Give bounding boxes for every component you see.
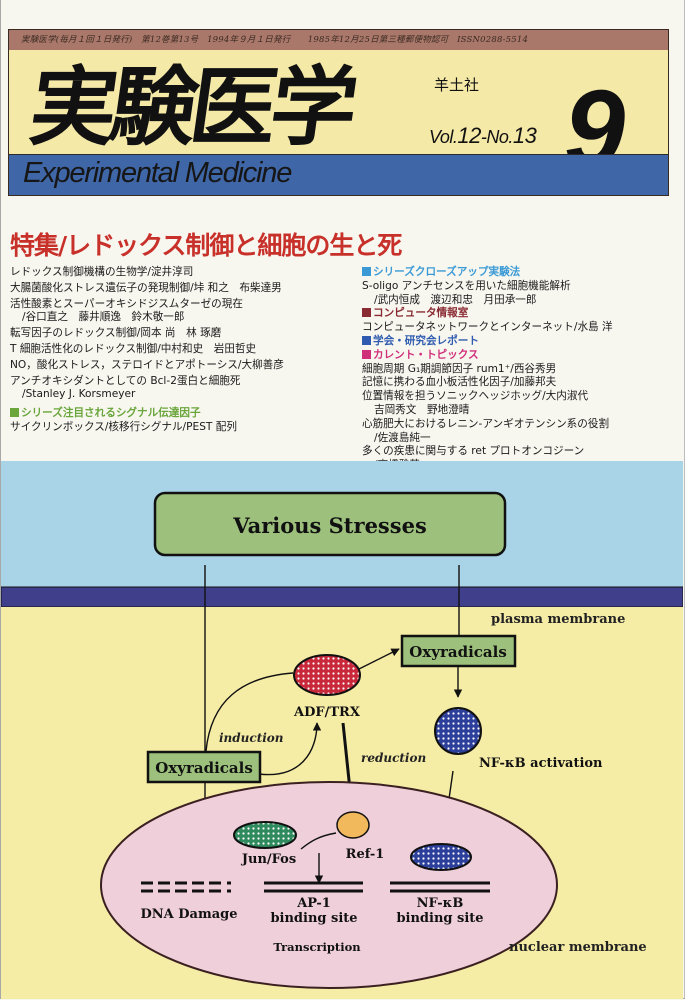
series-heading-signal: シリーズ注目されるシグナル伝達因子 bbox=[10, 407, 350, 421]
redox-signaling-diagram: Various Stresses plasma membrane Oxyradi… bbox=[1, 461, 683, 999]
section-square-icon bbox=[362, 335, 371, 345]
toc-item[interactable]: S-oligo アンチセンスを用いた細胞機能解析 bbox=[362, 279, 571, 292]
plasma-membrane-band bbox=[1, 586, 683, 608]
toc-item[interactable]: サイクリンボックス/核移行シグナル/PEST 配列 bbox=[10, 420, 237, 433]
publication-info-bar: 実験医学(毎月１回１日発行) 第12巻第13号 1994年９月１日発行 1985… bbox=[9, 30, 668, 50]
toc-item[interactable]: NO，酸化ストレス，ステロイドとアポトーシス/大柳善彦 bbox=[10, 358, 284, 371]
section-heading-text: 学会・研究会レポート bbox=[373, 334, 479, 347]
induction-label: induction bbox=[219, 731, 284, 745]
masthead: 実験医学(毎月１回１日発行) 第12巻第13号 1994年９月１日発行 1985… bbox=[8, 29, 669, 196]
section-square-icon bbox=[362, 349, 371, 359]
toc-item[interactable]: 細胞周期 G₁期調節因子 rum1⁺/西谷秀男 bbox=[362, 362, 557, 375]
nfkb-binding-site-strands bbox=[390, 881, 490, 893]
jun-fos-label: Jun/Fos bbox=[241, 852, 296, 867]
ap1-binding-site-strands bbox=[264, 881, 363, 893]
nfkb-activation-label: NF-κB activation bbox=[479, 756, 603, 771]
section-heading-text: カレント・トピックス bbox=[373, 348, 479, 361]
nfkb-binding-site-label: binding site bbox=[396, 911, 483, 926]
journal-title-english: Experimental Medicine bbox=[23, 157, 292, 189]
publisher-name: 羊土社 bbox=[434, 76, 480, 94]
section-heading-text: コンピュータ情報室 bbox=[373, 307, 469, 320]
dna-damage-strands bbox=[141, 881, 231, 893]
series-square-icon bbox=[10, 408, 19, 418]
jun-fos-protein bbox=[233, 821, 297, 849]
ref1-label: Ref-1 bbox=[346, 847, 385, 862]
section-square-icon bbox=[362, 308, 371, 318]
section-heading: シリーズクローズアップ実験法 bbox=[362, 266, 682, 280]
toc-item[interactable]: 記憶に携わる血小板活性化因子/加藤邦夫 bbox=[362, 376, 557, 389]
nfkb-protein-cytoplasm bbox=[434, 707, 482, 755]
adf-trx-label: ADF/TRX bbox=[293, 705, 361, 720]
induction-arrow bbox=[258, 722, 322, 776]
toc-item[interactable]: T 細胞活性化のレドックス制御/中村和史 岩田哲史 bbox=[10, 342, 257, 355]
vol-sep: -No. bbox=[480, 127, 514, 147]
toc-item[interactable]: レドックス制御機構の生物学/淀井淳司 bbox=[10, 266, 194, 278]
jun-ref1-merge-arrow bbox=[300, 832, 337, 883]
feature-article-list: レドックス制御機構の生物学/淀井淳司大腸菌酸化ストレス遺伝子の発現制御/垰 和之… bbox=[10, 266, 350, 402]
transcription-label: Transcription bbox=[273, 940, 361, 954]
section-square-icon bbox=[362, 267, 371, 276]
vol-prefix: Vol. bbox=[429, 127, 458, 147]
toc-item-authors[interactable]: 吉岡秀文 野地澄晴 bbox=[374, 403, 470, 416]
reduction-label: reduction bbox=[361, 751, 426, 765]
adf-to-oxyradicals-arrow bbox=[358, 648, 400, 670]
toc-item-authors[interactable]: /谷口直之 藤井順逸 鈴木敬一郎 bbox=[22, 311, 185, 324]
toc-item[interactable]: 転写因子のレドックス制御/岡本 尚 林 琢磨 bbox=[10, 327, 222, 340]
various-stresses-box: Various Stresses bbox=[153, 491, 507, 557]
oxyradicals-left-label: Oxyradicals bbox=[155, 759, 253, 777]
toc-item[interactable]: 大腸菌酸化ストレス遺伝子の発現制御/垰 和之 布柴達男 bbox=[10, 281, 282, 294]
section-heading: 学会・研究会レポート bbox=[362, 335, 682, 349]
oxyradicals-top-label: Oxyradicals bbox=[409, 643, 507, 661]
adf-trx-protein bbox=[293, 654, 361, 696]
dna-damage-label: DNA Damage bbox=[140, 907, 237, 922]
oxyradicals-box-left: Oxyradicals bbox=[146, 750, 262, 784]
toc-item-authors[interactable]: /武内恒成 渡辺和忠 月田承一郎 bbox=[374, 293, 537, 306]
english-title-band: Experimental Medicine bbox=[9, 154, 668, 195]
nfkb-label: NF-κB bbox=[417, 896, 464, 911]
section-heading-text: シリーズクローズアップ実験法 bbox=[373, 266, 521, 278]
feature-title: 特集/レドックス制御と細胞の生と死 bbox=[10, 231, 402, 260]
various-stresses-label: Various Stresses bbox=[232, 513, 427, 538]
toc-item[interactable]: 多くの疾患に関与する ret プロトオンコジーン bbox=[362, 445, 585, 458]
section-heading: カレント・トピックス bbox=[362, 349, 682, 363]
plasma-membrane-label: plasma membrane bbox=[491, 612, 625, 627]
toc-item[interactable]: コンピュータネットワークとインターネット/水島 洋 bbox=[362, 321, 613, 334]
journal-title-japanese: 実験医学 bbox=[23, 58, 359, 158]
toc-item-authors[interactable]: /佐渡島純一 bbox=[374, 431, 431, 444]
ap1-binding-site-label: binding site bbox=[270, 911, 357, 926]
ref1-protein bbox=[336, 811, 370, 839]
volume-number: Vol.12-No.13 bbox=[429, 123, 537, 149]
oxyradicals-to-adf-curve bbox=[205, 672, 294, 752]
issue-num: 13 bbox=[512, 123, 537, 148]
nfkb-protein-nucleus bbox=[410, 843, 472, 871]
toc-left-column: レドックス制御機構の生物学/淀井淳司大腸菌酸化ストレス遺伝子の発現制御/垰 和之… bbox=[10, 266, 350, 435]
toc-item[interactable]: アンチオキシダントとしての Bcl-2蛋白と細胞死 bbox=[10, 374, 241, 387]
oxyradicals-box-top: Oxyradicals bbox=[400, 634, 517, 668]
toc-item[interactable]: 活性酸素とスーパーオキシドジスムターゼの現在 bbox=[10, 297, 243, 310]
section-heading: コンピュータ情報室 bbox=[362, 307, 682, 321]
toc-item-authors[interactable]: /Stanley J. Korsmeyer bbox=[22, 388, 136, 401]
ap1-label: AP-1 bbox=[296, 896, 331, 911]
toc-item[interactable]: 心筋肥大におけるレニン-アンギオテンシン系の役割 bbox=[362, 417, 610, 430]
nuclear-membrane-label: nuclear membrane bbox=[509, 940, 647, 955]
nucleus bbox=[100, 781, 558, 989]
toc-item[interactable]: 位置情報を担うソニックヘッジホッグ/大内淑代 bbox=[362, 390, 589, 403]
vol-num: 12 bbox=[457, 123, 481, 148]
